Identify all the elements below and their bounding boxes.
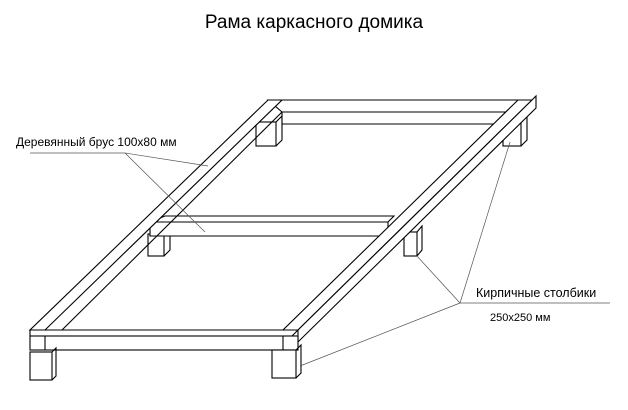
beam-leader-lines — [30, 152, 209, 233]
brick-post-back-left — [255, 114, 283, 147]
posts-size-label: 250х250 мм — [490, 312, 551, 324]
back-beam — [266, 99, 532, 125]
middle-beam — [149, 215, 396, 237]
front-beam — [29, 329, 300, 351]
brick-post-front-right — [271, 343, 302, 379]
beam-label: Деревянный брус 100х80 мм — [16, 135, 177, 149]
posts-leader-lines — [299, 141, 610, 367]
right-beam — [281, 94, 537, 344]
posts-label: Кирпичные столбики — [476, 286, 597, 300]
brick-post-front-left — [29, 346, 57, 381]
diagram-title: Рама каркасного домика — [204, 12, 424, 33]
